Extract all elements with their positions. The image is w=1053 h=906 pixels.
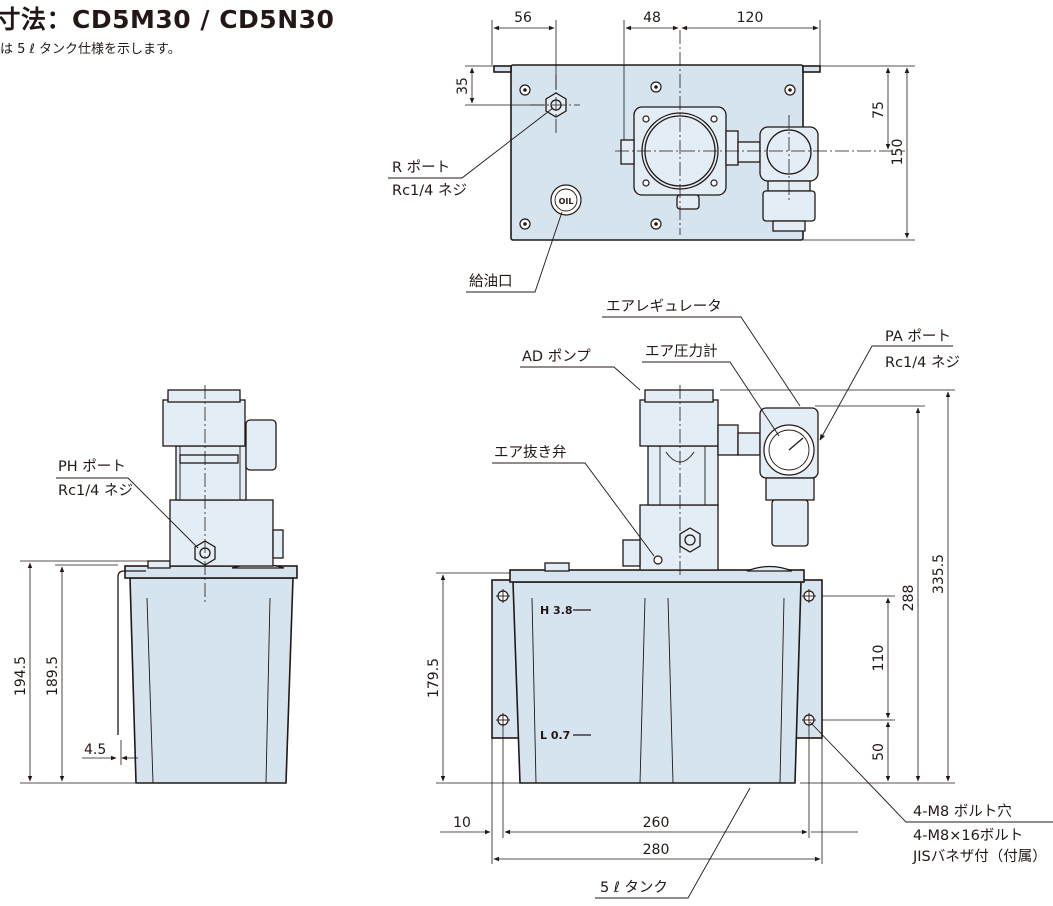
dim-110: 110: [871, 645, 887, 672]
pa-port-label: PA ポート: [885, 328, 951, 345]
oil-cap: OIL: [550, 184, 582, 216]
front-bolt-holes: [496, 589, 816, 727]
top-plate-holes: [519, 81, 796, 230]
bolt-hole-label: 4-M8 ボルト穴: [913, 803, 1012, 820]
dim-280: 280: [643, 842, 670, 858]
page-subtitle: は 5 ℓ タンク仕様を示します。: [0, 42, 181, 57]
dim-56: 56: [514, 10, 532, 26]
side-pump-block: [169, 499, 274, 567]
dim-150: 150: [890, 139, 906, 166]
front-pump-block: [639, 504, 719, 571]
dim-179-5: 179.5: [426, 658, 442, 698]
r-port-thread-label: Rc1/4 ネジ: [392, 182, 467, 199]
dim-50: 50: [871, 743, 887, 761]
page-title: 形寸法：CD5M30 / CD5N30: [0, 5, 335, 34]
oil-cap-label: OIL: [559, 197, 574, 206]
ph-port-label: PH ポート: [58, 458, 126, 475]
air-vent-valve-label: エア抜き弁: [494, 444, 567, 461]
dim-35: 35: [455, 77, 471, 95]
bolt-spec-label: 4-M8×16ボルト: [913, 827, 1023, 844]
dim-75: 75: [871, 101, 887, 119]
air-gauge-label: エア圧力計: [645, 343, 718, 360]
oil-inlet-label: 給油口: [469, 273, 513, 290]
dim-10: 10: [453, 815, 471, 831]
dim-120: 120: [737, 10, 764, 26]
ph-port-thread-label: Rc1/4 ネジ: [58, 482, 133, 499]
top-view: OIL: [388, 10, 915, 293]
dim-288: 288: [901, 585, 917, 612]
dim-194-5: 194.5: [13, 656, 29, 696]
tank-label: 5 ℓ タンク: [600, 879, 668, 896]
dim-260: 260: [643, 815, 670, 831]
side-view: 194.5 189.5 4.5 PH ポート Rc1/4 ネジ: [13, 385, 298, 784]
level-low-label: L 0.7: [540, 729, 570, 742]
pa-port-thread-label: Rc1/4 ネジ: [885, 354, 960, 371]
ad-pump-label: AD ポンプ: [522, 348, 591, 365]
dim-189-5: 189.5: [45, 656, 61, 696]
dim-4-5: 4.5: [84, 742, 106, 758]
level-high-label: H 3.8: [540, 604, 573, 617]
dim-48: 48: [643, 10, 661, 26]
front-view: H 3.8 L 0.7: [426, 298, 1053, 899]
bolt-washer-label: JISバネザ付（付属）: [912, 848, 1047, 865]
dim-335-5: 335.5: [931, 554, 947, 594]
r-port-label: R ポート: [392, 159, 450, 176]
front-regulator: [759, 407, 819, 547]
air-regulator-label: エアレギュレータ: [606, 298, 722, 315]
